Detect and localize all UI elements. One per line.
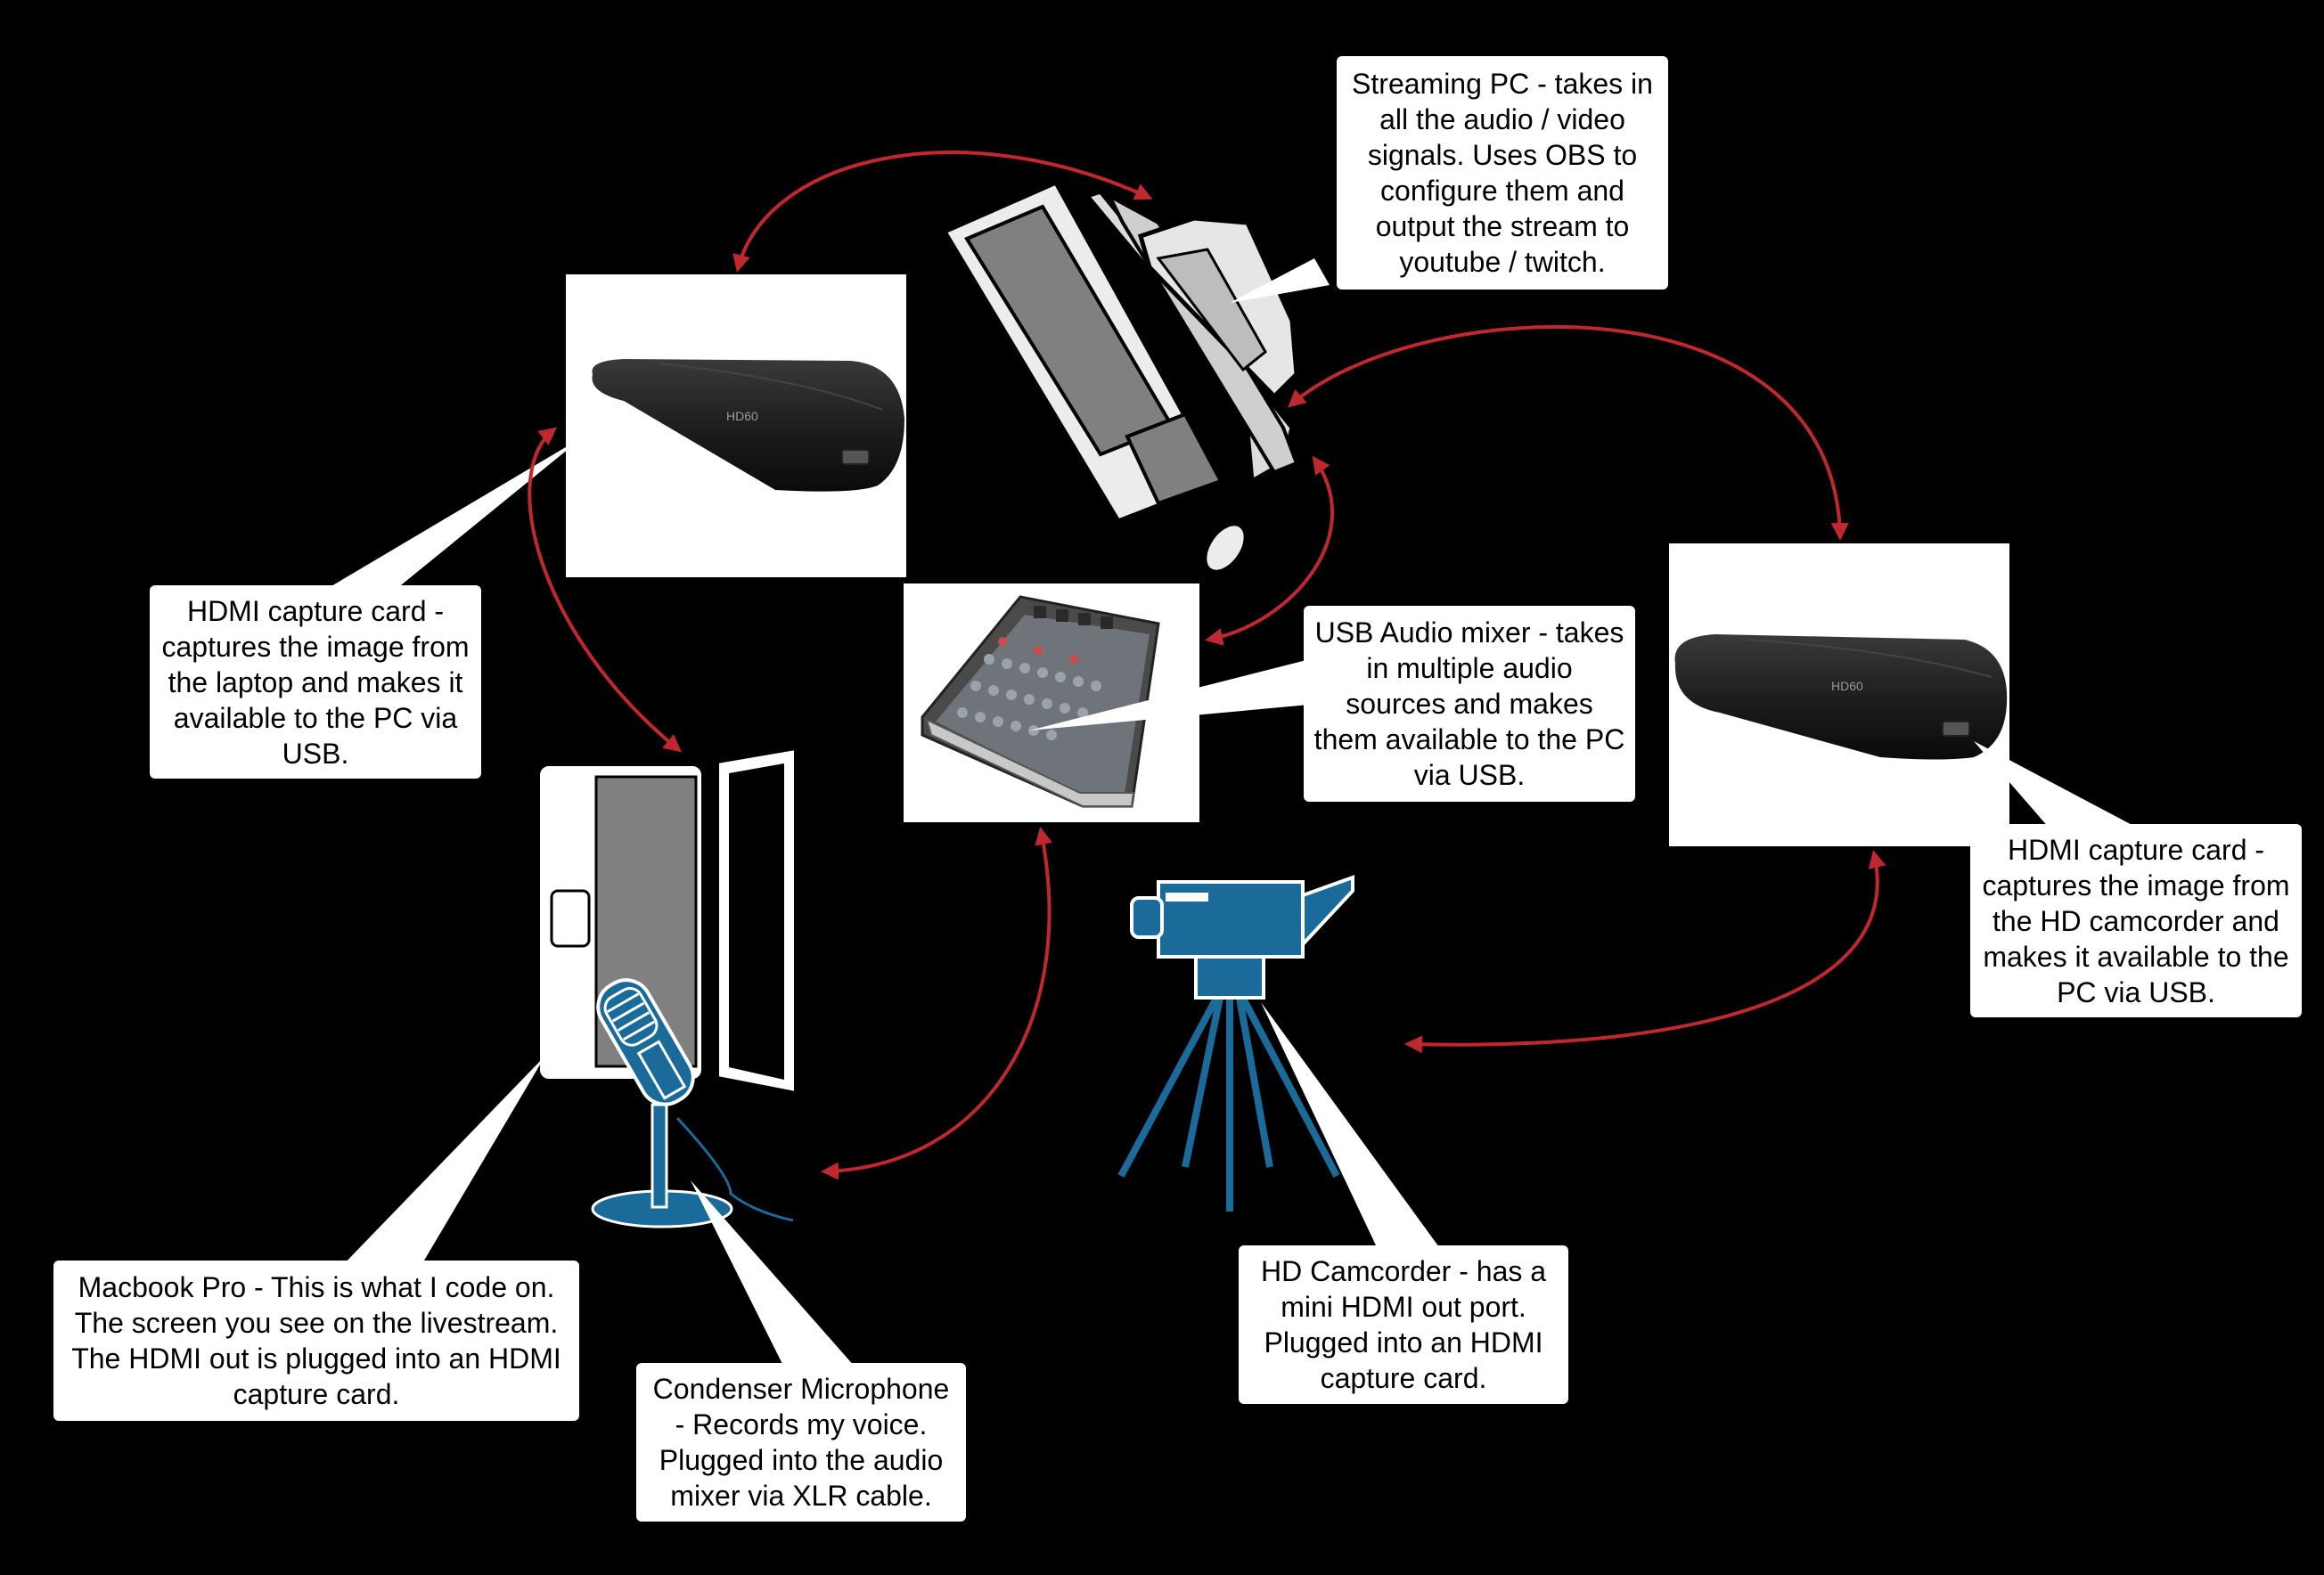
tripod-head xyxy=(1194,951,1265,1000)
tripod-leg xyxy=(1117,992,1223,1178)
callout-camcorder-text: HD Camcorder - has a mini HDMI out port.… xyxy=(1260,1255,1547,1394)
microphone-icon xyxy=(591,978,794,1228)
mic-stem xyxy=(651,1103,668,1209)
camera-viewfinder xyxy=(1130,896,1164,939)
callout-streaming-pc: Streaming PC - takes in all the audio / … xyxy=(1337,56,1668,290)
callout-capture-card-camcorder-text: HDMI capture card - captures the image f… xyxy=(1982,833,2290,1008)
capture-card-right-brand: HD60 xyxy=(1831,679,1863,693)
hdmi-port-icon xyxy=(841,449,870,465)
callout-microphone-text: Condenser Microphone - Records my voice.… xyxy=(652,1373,950,1512)
callout-usb-mixer: USB Audio mixer - takes in multiple audi… xyxy=(1304,606,1635,802)
callout-macbook-text: Macbook Pro - This is what I code on. Th… xyxy=(71,1271,561,1410)
arrow-mixer-to-microphone xyxy=(821,827,1052,1180)
pointer-camcorder xyxy=(1261,1002,1439,1247)
connections xyxy=(528,151,1886,1180)
mouse-icon xyxy=(1203,522,1248,574)
laptop-trackpad xyxy=(550,889,591,948)
callout-capture-card-camcorder: HDMI capture card - captures the image f… xyxy=(1970,824,2302,1017)
arrow-capture-card-right-to-camcorder xyxy=(1404,850,1886,1054)
tripod-leg xyxy=(1235,992,1273,1168)
pointer-capture-card-right xyxy=(1974,741,2139,828)
pointer-streaming-pc xyxy=(1230,258,1330,303)
pointer-usb-mixer xyxy=(1029,659,1319,730)
arrow-capture-card-left-to-laptop xyxy=(528,427,683,753)
hdmi-port-icon xyxy=(1942,721,1970,737)
callout-streaming-pc-text: Streaming PC - takes in all the audio / … xyxy=(1352,68,1653,278)
capture-card-icon: HD60 xyxy=(1669,543,2009,846)
callout-microphone: Condenser Microphone - Records my voice.… xyxy=(636,1363,966,1522)
callout-camcorder: HD Camcorder - has a mini HDMI out port.… xyxy=(1239,1245,1568,1404)
pointer-capture-card-left xyxy=(321,437,584,592)
callout-usb-mixer-text: USB Audio mixer - takes in multiple audi… xyxy=(1313,616,1625,791)
camera-lens xyxy=(1301,875,1354,950)
audio-mixer-icon xyxy=(904,583,1199,822)
tripod-leg xyxy=(1237,992,1340,1178)
pointer-microphone xyxy=(691,1180,855,1367)
callout-capture-card-laptop-text: HDMI capture card - captures the image f… xyxy=(161,594,470,770)
capture-card-left-brand: HD60 xyxy=(726,409,758,423)
arrow-capture-card-left-to-pc xyxy=(732,151,1153,273)
callout-capture-card-laptop: HDMI capture card - captures the image f… xyxy=(150,585,481,779)
streaming-pc-icon xyxy=(941,179,1299,574)
arrow-pc-to-capture-card-right xyxy=(1287,324,1849,541)
camera-top-strip xyxy=(1166,893,1208,902)
pointer-macbook xyxy=(339,1056,545,1269)
capture-card-right-body xyxy=(1674,634,2008,760)
callout-macbook: Macbook Pro - This is what I code on. Th… xyxy=(53,1261,579,1421)
callout-pointers xyxy=(321,258,2139,1367)
arrow-pc-to-mixer xyxy=(1205,455,1334,646)
tripod-leg xyxy=(1182,992,1224,1168)
mic-cable xyxy=(675,1116,794,1222)
camcorder-icon xyxy=(1117,875,1354,1212)
pc-monitor-stand xyxy=(1156,248,1267,372)
capture-card-icon: HD60 xyxy=(566,274,906,577)
